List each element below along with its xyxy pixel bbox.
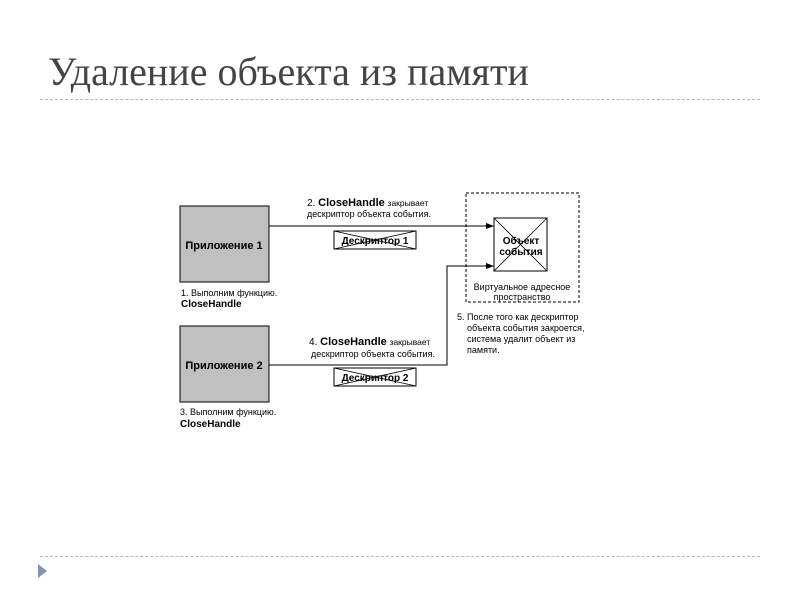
step1-func: CloseHandle [181, 299, 242, 310]
handle2-label: Дескриптор 2 [342, 373, 409, 384]
app1-box [179, 205, 270, 283]
step5-line2: объекта события закроется, [467, 323, 585, 333]
step3-func: CloseHandle [180, 419, 241, 430]
event-cross-b [493, 217, 548, 272]
footer-divider [40, 556, 760, 557]
app1-label: Приложение 1 [185, 240, 262, 252]
step5-line1: 5. После того как дескриптор [457, 312, 579, 322]
step4-func: CloseHandle [320, 336, 387, 348]
app2-label: Приложение 2 [185, 360, 262, 372]
step2-func: CloseHandle [318, 197, 385, 209]
arrow-app1-head [486, 223, 494, 229]
step4-text: 4. CloseHandle закрывает [309, 336, 430, 348]
next-slide-arrow-icon[interactable] [38, 564, 47, 578]
arrow-app2-head [486, 263, 494, 269]
virtual-address-space [465, 192, 580, 303]
step4-num: 4. [309, 337, 317, 348]
app2-box [179, 325, 270, 403]
arrow-app2-line [269, 265, 487, 366]
handle1-label: Дескриптор 1 [342, 236, 409, 247]
step2-text: 2. CloseHandle закрывает [307, 197, 428, 209]
handle2-cross-b [333, 367, 417, 387]
step4-rest: закрывает [390, 337, 431, 347]
title-divider [40, 99, 760, 100]
handle1-cross-b [333, 230, 417, 250]
step1-text: 1. Выполним функцию. [181, 288, 277, 298]
step2-line2: дескриптор объекта события. [307, 209, 431, 219]
step2-rest: закрывает [388, 198, 429, 208]
step5-line4: памяти. [467, 345, 500, 355]
step4-line2: дескриптор объекта события. [311, 349, 435, 359]
vas-line2: пространство [494, 292, 551, 302]
event-object-line2: события [499, 246, 542, 258]
step3-text: 3. Выполним функцию. [180, 407, 276, 417]
step5-line3: система удалит объект из [467, 334, 575, 344]
vas-line1: Виртуальное адресное [474, 282, 571, 292]
event-object-line1: Объект [503, 235, 540, 247]
step2-num: 2. [307, 198, 315, 209]
slide-title: Удаление объекта из памяти [48, 49, 529, 94]
